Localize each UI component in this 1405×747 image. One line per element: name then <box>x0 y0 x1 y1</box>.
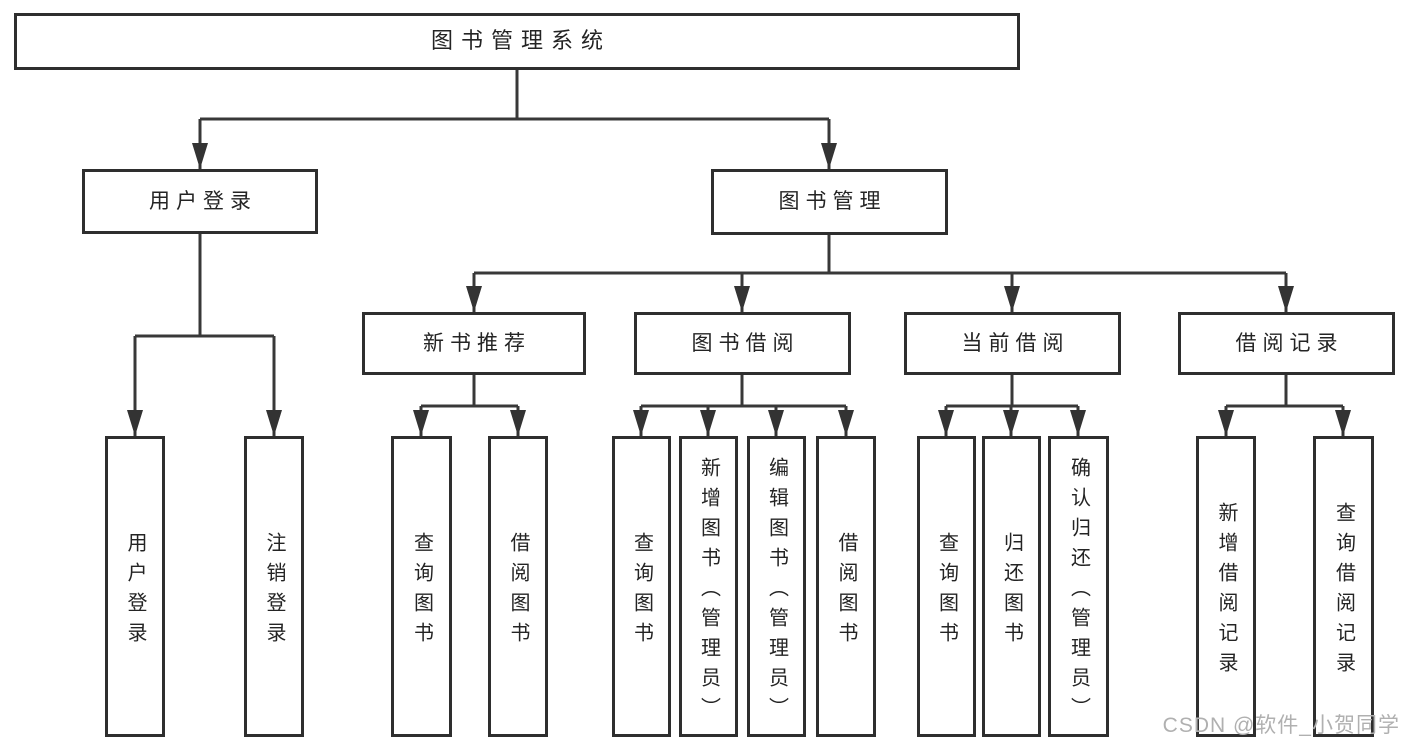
leaf-edit-book-admin: 编辑图书（管理员） <box>747 436 806 737</box>
csdn-watermark: CSDN @软件_小贺同学 <box>1162 714 1400 737</box>
leaf-user-login: 用户登录 <box>105 436 165 737</box>
connector-lines <box>133 70 1345 436</box>
leaf-return-book: 归还图书 <box>982 436 1041 737</box>
leaf-query-books-current: 查询图书 <box>917 436 976 737</box>
leaf-borrow-books-recommend: 借阅图书 <box>488 436 548 737</box>
leaf-logout: 注销登录 <box>244 436 304 737</box>
node-book-borrow: 图书借阅 <box>634 312 851 375</box>
node-user-login-branch: 用户登录 <box>82 169 318 234</box>
node-root-library-system: 图书管理系统 <box>14 13 1020 70</box>
node-book-management: 图书管理 <box>711 169 948 235</box>
leaf-add-borrow-record: 新增借阅记录 <box>1196 436 1256 737</box>
connector-arrowheads <box>127 143 1351 436</box>
leaf-add-book-admin: 新增图书（管理员） <box>679 436 738 737</box>
leaf-borrow-books: 借阅图书 <box>816 436 876 737</box>
leaf-query-borrow-record: 查询借阅记录 <box>1313 436 1374 737</box>
node-current-borrow: 当前借阅 <box>904 312 1121 375</box>
leaf-query-books-borrow: 查询图书 <box>612 436 671 737</box>
leaf-confirm-return-admin: 确认归还（管理员） <box>1048 436 1109 737</box>
node-new-book-recommend: 新书推荐 <box>362 312 586 375</box>
leaf-query-books-recommend: 查询图书 <box>391 436 452 737</box>
node-borrow-records: 借阅记录 <box>1178 312 1395 375</box>
